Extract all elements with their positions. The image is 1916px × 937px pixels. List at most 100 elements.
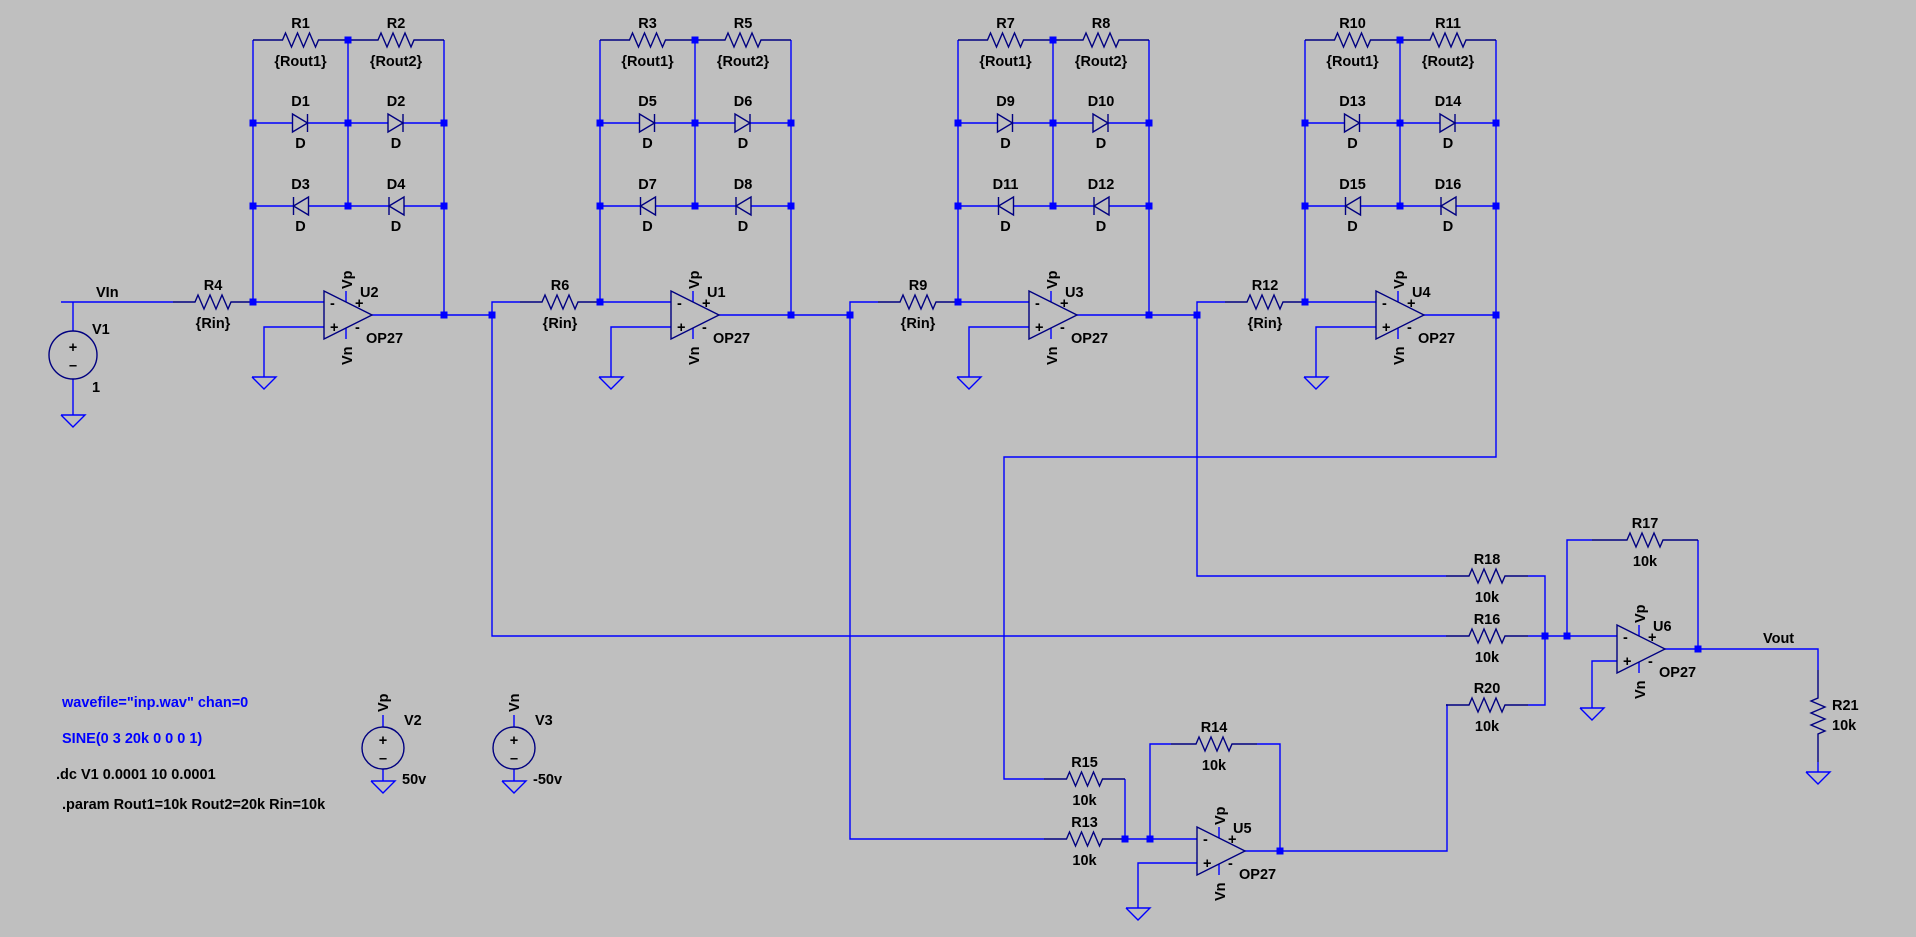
- opamp-symbol[interactable]: [1196, 825, 1247, 877]
- opamp-pin-sign: -: [330, 296, 335, 312]
- resistor-name: R13: [1071, 815, 1098, 831]
- supply-label: Vn: [1633, 680, 1649, 699]
- opamp-symbol[interactable]: [1028, 289, 1079, 341]
- symbols: [48, 31, 1827, 877]
- diode-symbol[interactable]: [734, 112, 752, 134]
- junction-dot: [691, 202, 699, 210]
- input-resistor[interactable]: [173, 293, 253, 311]
- diode-symbol[interactable]: [996, 112, 1014, 134]
- ground-symbol: [60, 414, 87, 428]
- junction-dot: [249, 119, 257, 127]
- voltage-source[interactable]: [492, 726, 536, 770]
- directive-dc[interactable]: .dc V1 0.0001 10 0.0001: [56, 767, 216, 783]
- junction-dot: [1396, 36, 1404, 44]
- junction-dot: [1145, 119, 1153, 127]
- junction-dot: [1492, 311, 1500, 319]
- feedback-resistor[interactable]: [348, 31, 444, 49]
- opamp-pin-sign: -: [1035, 296, 1040, 312]
- net-label-vout: Vout: [1763, 631, 1794, 647]
- opamp-symbol[interactable]: [1616, 623, 1667, 675]
- sub-resistor[interactable]: [1044, 830, 1125, 848]
- opamp-symbol[interactable]: [670, 289, 721, 341]
- opamp-name: U4: [1412, 285, 1431, 301]
- labels: R1{Rout1}R2{Rout2}D1DD2DD3DD4D-++-VpVnU2…: [69, 16, 1859, 901]
- voltage-source[interactable]: [48, 330, 98, 380]
- feedback-resistor[interactable]: [1305, 31, 1400, 49]
- summing-resistor[interactable]: [1446, 696, 1528, 714]
- diode-symbol[interactable]: [387, 195, 405, 217]
- opamp-symbol[interactable]: [1375, 289, 1426, 341]
- opamp-model: OP27: [1659, 665, 1696, 681]
- junction-dot: [1145, 311, 1153, 319]
- diode-model: D: [295, 219, 305, 235]
- junction-dot: [1193, 311, 1201, 319]
- supply-sign: +: [1407, 296, 1415, 312]
- directive-sine[interactable]: SINE(0 3 20k 0 0 0 1): [62, 731, 202, 747]
- diode-symbol[interactable]: [1343, 112, 1361, 134]
- resistor-value: {Rin}: [543, 316, 578, 332]
- diode-symbol[interactable]: [1092, 112, 1110, 134]
- junction-dot: [1396, 119, 1404, 127]
- feedback-resistor[interactable]: [695, 31, 791, 49]
- opamp-name: U3: [1065, 285, 1084, 301]
- diode-symbol[interactable]: [734, 195, 752, 217]
- diode-model: D: [642, 219, 652, 235]
- feedback-resistor[interactable]: [958, 31, 1053, 49]
- ground-symbol: [1579, 707, 1606, 721]
- feedback-resistor[interactable]: [1400, 31, 1496, 49]
- wire: [1591, 660, 1617, 708]
- feedback-resistor[interactable]: [1053, 31, 1149, 49]
- supply-sign: -: [702, 320, 707, 336]
- input-resistor[interactable]: [520, 293, 600, 311]
- diode-symbol[interactable]: [1439, 195, 1457, 217]
- directive-wavefile[interactable]: wavefile="inp.wav" chan=0: [61, 695, 248, 711]
- resistor-value: 10k: [1475, 650, 1500, 666]
- diode-symbol[interactable]: [291, 112, 309, 134]
- input-resistor[interactable]: [1225, 293, 1305, 311]
- load-resistor[interactable]: [1809, 670, 1827, 762]
- voltage-source[interactable]: [361, 726, 405, 770]
- diode-symbol[interactable]: [387, 112, 405, 134]
- diode-symbol[interactable]: [1092, 195, 1110, 217]
- diode-symbol[interactable]: [1439, 112, 1457, 134]
- diode-symbol[interactable]: [639, 195, 657, 217]
- junction-dot: [344, 202, 352, 210]
- wire: [610, 326, 671, 377]
- wire: [791, 301, 878, 316]
- input-resistor[interactable]: [878, 293, 958, 311]
- diode-name: D16: [1435, 177, 1462, 193]
- directive-param[interactable]: .param Rout1=10k Rout2=20k Rin=10k: [62, 797, 326, 813]
- feedback-resistor[interactable]: [1171, 735, 1257, 753]
- source-plus: +: [510, 733, 518, 749]
- wire: [491, 315, 1446, 637]
- resistor-value: {Rout1}: [621, 54, 674, 70]
- supply-label: Vn: [687, 346, 703, 365]
- feedback-resistor[interactable]: [1592, 531, 1698, 549]
- supply-sign: +: [1060, 296, 1068, 312]
- opamp-pin-sign: +: [677, 320, 685, 336]
- diode-model: D: [295, 136, 305, 152]
- summing-resistor[interactable]: [1446, 627, 1528, 645]
- sub-resistor[interactable]: [1044, 770, 1125, 788]
- diode-symbol[interactable]: [997, 195, 1015, 217]
- junction-dot: [488, 311, 496, 319]
- opamp-pin-sign: +: [1035, 320, 1043, 336]
- opamp-symbol[interactable]: [323, 289, 374, 341]
- ground-symbol: [1303, 376, 1330, 390]
- junction-dot: [954, 119, 962, 127]
- feedback-resistor[interactable]: [600, 31, 695, 49]
- resistor-name: R14: [1201, 720, 1228, 736]
- resistor-name: R18: [1474, 552, 1501, 568]
- diode-name: D5: [638, 94, 657, 110]
- diode-symbol[interactable]: [292, 195, 310, 217]
- diode-model: D: [1443, 219, 1453, 235]
- junction-dot: [249, 202, 257, 210]
- feedback-resistor[interactable]: [253, 31, 348, 49]
- opamp-model: OP27: [366, 331, 403, 347]
- diode-symbol[interactable]: [1344, 195, 1362, 217]
- source-value: -50v: [533, 772, 562, 788]
- diode-name: D1: [291, 94, 310, 110]
- supply-label: Vn: [340, 346, 356, 365]
- diode-symbol[interactable]: [638, 112, 656, 134]
- summing-resistor[interactable]: [1446, 567, 1528, 585]
